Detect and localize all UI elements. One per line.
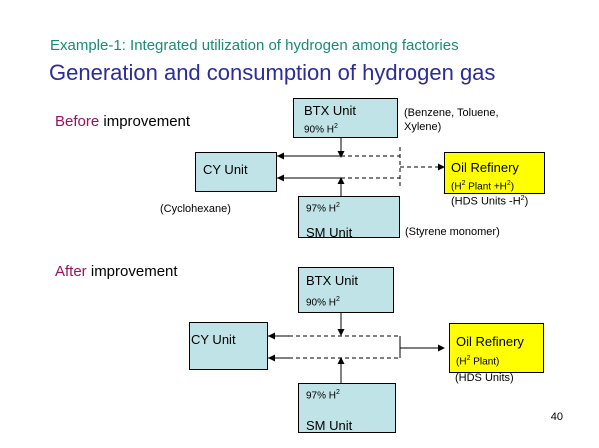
improvement-label: improvement xyxy=(86,263,178,280)
after-label: After xyxy=(55,263,87,280)
btx-purity: 90% H2 xyxy=(306,296,340,309)
improvement-label: improvement xyxy=(99,113,191,130)
after-btx-unit-box: BTX Unit 90% H2 xyxy=(298,267,394,313)
sm-note: (Styrene monomer) xyxy=(405,226,500,238)
page-number: 40 xyxy=(550,411,563,423)
before-oil-refinery-box: Oil Refinery (H2 Plant +H2) xyxy=(444,152,545,194)
sm-purity: 97% H2 xyxy=(306,389,340,402)
after-improvement-heading: After improvement xyxy=(55,263,178,280)
slide-subtitle: Example-1: Integrated utilization of hyd… xyxy=(50,37,459,54)
refinery-hds-note: (HDS Units -H2) xyxy=(451,195,529,208)
refinery-h2-plant: (H2 Plant +H2) xyxy=(451,180,515,193)
oil-refinery-label: Oil Refinery xyxy=(456,334,524,349)
oil-refinery-label: Oil Refinery xyxy=(451,160,519,175)
after-cy-unit-box: CY Unit xyxy=(189,322,268,370)
after-oil-refinery-box: Oil Refinery (H2 Plant) xyxy=(449,323,544,373)
before-sm-unit-box: 97% H2 SM Unit xyxy=(298,196,400,240)
before-improvement-heading: Before improvement xyxy=(55,113,190,130)
sm-unit-label: SM Unit xyxy=(306,225,353,240)
sm-unit-label: SM Unit xyxy=(306,418,353,433)
refinery-hds-note: (HDS Units) xyxy=(455,372,514,384)
before-cy-unit-box: CY Unit xyxy=(195,152,277,192)
cy-note: (Cyclohexane) xyxy=(160,203,231,215)
after-sm-unit-box: 97% H2 SM Unit xyxy=(298,383,396,433)
cy-unit-label: CY Unit xyxy=(203,162,248,177)
refinery-h2-plant: (H2 Plant) xyxy=(456,355,500,368)
btx-unit-label: BTX Unit xyxy=(306,273,359,288)
before-label: Before xyxy=(55,113,100,130)
sm-purity: 97% H2 xyxy=(306,202,340,215)
cy-unit-label: CY Unit xyxy=(191,332,236,347)
btx-unit-label: BTX Unit xyxy=(304,103,357,118)
before-btx-unit-box: BTX Unit 90% H2 xyxy=(293,98,398,138)
slide-title: Generation and consumption of hydrogen g… xyxy=(49,60,496,85)
btx-note: (Benzene, Toluene, Xylene) xyxy=(404,107,499,133)
btx-purity: 90% H2 xyxy=(304,123,338,136)
